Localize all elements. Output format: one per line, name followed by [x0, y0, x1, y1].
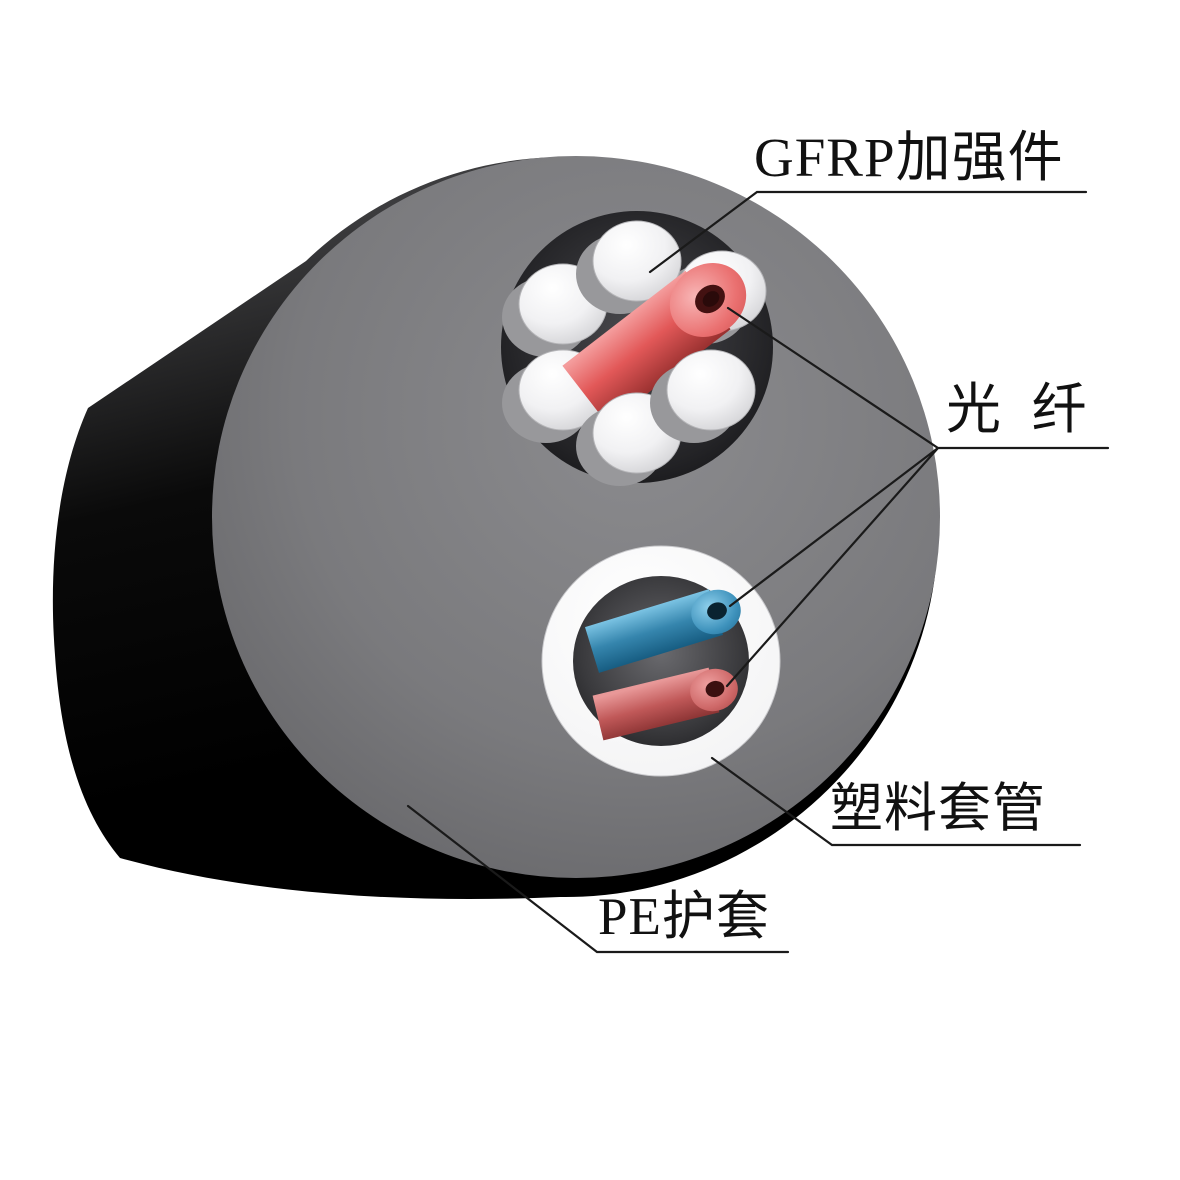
leader-lines: [406, 190, 1110, 954]
fiber-hole: [707, 602, 727, 620]
fiber-hole: [705, 680, 725, 698]
label-plastic-sleeve: 塑料套管: [830, 780, 1046, 838]
gfrp-rod: [650, 349, 756, 443]
label-pe-jacket: PE护套: [598, 888, 770, 946]
leader-gfrp: [648, 190, 1088, 274]
gfrp-bundle: [501, 211, 773, 486]
leader-fiber: [725, 306, 1110, 688]
fiber-tube-blue: [585, 589, 741, 673]
gfrp-rod: [576, 220, 682, 314]
sleeve-bundle: [541, 545, 781, 777]
label-optical-fiber: 光 纤: [946, 379, 1088, 440]
label-gfrp-strength-member: GFRP加强件: [754, 127, 1064, 188]
fiber-tube-red-lower: [592, 667, 738, 741]
cable: [52, 156, 940, 899]
leader-jacket: [406, 804, 790, 954]
leader-sleeve: [710, 756, 1082, 847]
fiber-tube-red-upper: [562, 263, 747, 425]
